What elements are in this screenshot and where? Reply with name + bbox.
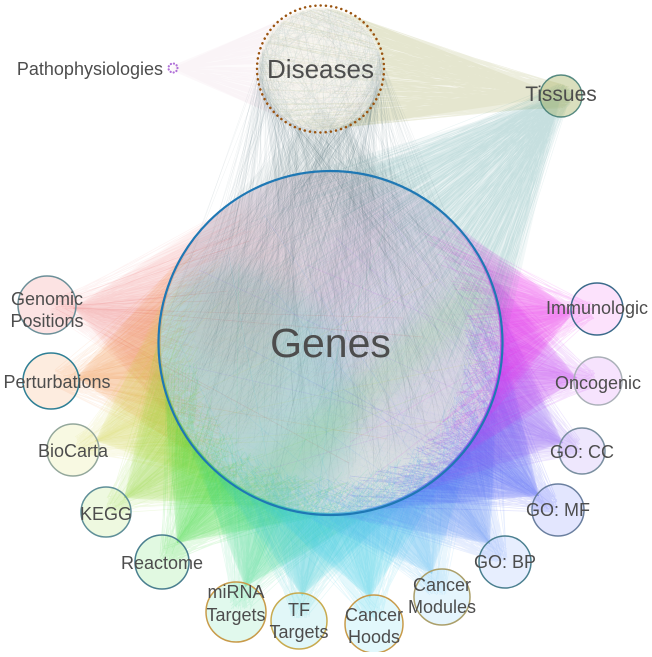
svg-text:Perturbations: Perturbations <box>3 372 110 392</box>
svg-text:Oncogenic: Oncogenic <box>555 373 641 393</box>
svg-text:Targets: Targets <box>206 605 265 625</box>
svg-text:BioCarta: BioCarta <box>38 441 109 461</box>
svg-text:Reactome: Reactome <box>121 553 203 573</box>
svg-text:GO: MF: GO: MF <box>526 500 590 520</box>
svg-text:GO: BP: GO: BP <box>474 552 536 572</box>
svg-text:Tissues: Tissues <box>525 83 597 106</box>
svg-text:Pathophysiologies: Pathophysiologies <box>17 59 163 79</box>
svg-text:Targets: Targets <box>269 622 328 642</box>
svg-text:GO: CC: GO: CC <box>550 442 614 462</box>
svg-text:KEGG: KEGG <box>80 504 132 524</box>
svg-text:Genomic: Genomic <box>11 289 83 309</box>
svg-text:Immunologic: Immunologic <box>546 298 648 318</box>
svg-text:Cancer: Cancer <box>345 605 403 625</box>
svg-text:Genes: Genes <box>270 320 391 366</box>
svg-text:Hoods: Hoods <box>348 627 400 647</box>
svg-text:TF: TF <box>288 600 310 620</box>
svg-text:Diseases: Diseases <box>267 54 374 84</box>
svg-text:Modules: Modules <box>408 597 476 617</box>
svg-text:Cancer: Cancer <box>413 575 471 595</box>
svg-text:miRNA: miRNA <box>208 582 265 602</box>
svg-text:Positions: Positions <box>10 311 83 331</box>
